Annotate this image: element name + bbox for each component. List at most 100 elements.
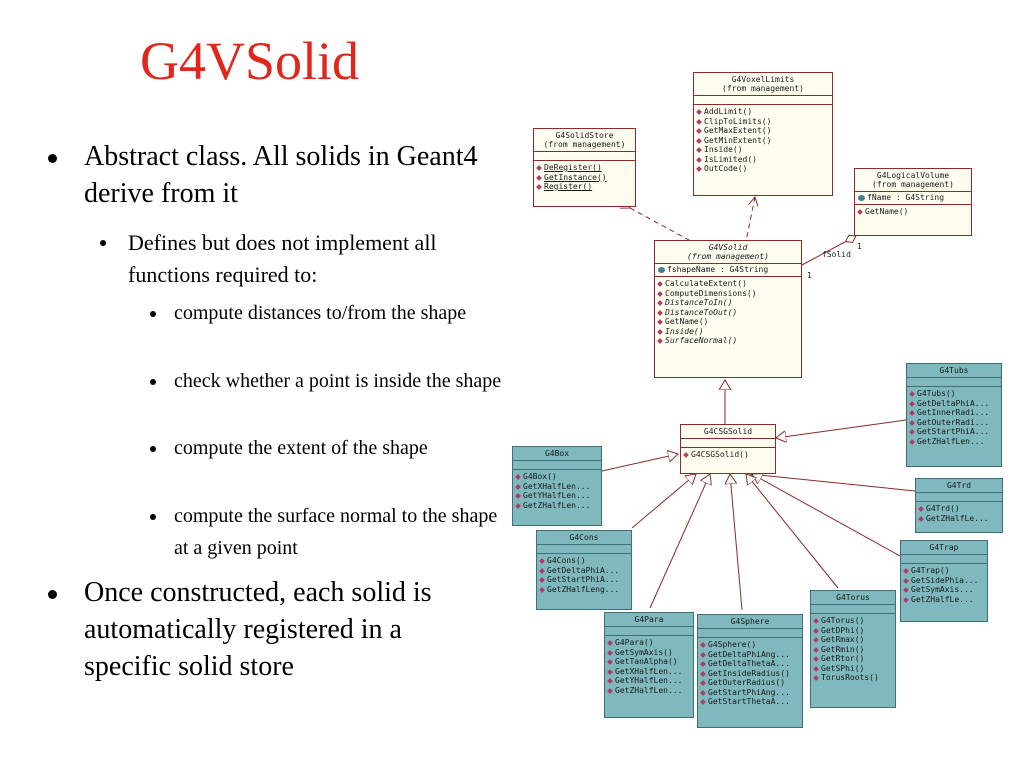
operation: Inside() xyxy=(658,327,798,337)
operation: GetZHalfLen... xyxy=(608,686,690,696)
operation: GetSidePhia... xyxy=(904,576,984,586)
class-name: G4Sphere xyxy=(730,617,770,626)
operation: GetZHalfLen... xyxy=(910,437,998,447)
operation: GetXHalfLen... xyxy=(608,667,690,677)
operation: G4Tubs() xyxy=(910,389,998,399)
class-tubs[interactable]: G4Tubs G4Tubs() GetDeltaPhiA... GetInner… xyxy=(906,363,1002,467)
bullet-abstract-class: Abstract class. All solids in Geant4 der… xyxy=(84,141,478,209)
attribute-icon xyxy=(858,195,865,201)
operation: GetYHalfLen... xyxy=(608,676,690,686)
operation: GetOuterRadius() xyxy=(701,678,799,688)
bullet-dot xyxy=(100,240,106,246)
operation: GetTanAlpha() xyxy=(608,657,690,667)
class-vsolid[interactable]: G4VSolid(from management) fshapeName : G… xyxy=(654,240,802,378)
operation: OutCode() xyxy=(697,164,829,174)
operation: Register() xyxy=(537,182,632,192)
bullet-dot xyxy=(150,446,156,452)
operation: GetZHalfLe... xyxy=(919,514,999,524)
bullet-dot xyxy=(150,311,156,317)
operation: GetZHalfLen... xyxy=(516,501,598,511)
class-stereotype: (from management) xyxy=(872,180,954,189)
class-sphere[interactable]: G4Sphere G4Sphere() GetDeltaPhiAng... Ge… xyxy=(697,614,803,728)
class-box[interactable]: G4Box G4Box() GetXHalfLen... GetYHalfLen… xyxy=(512,446,602,526)
class-csg-solid[interactable]: G4CSGSolid G4CSGSolid() xyxy=(680,424,776,474)
dependency-store-line xyxy=(630,208,701,247)
operation: GetRmax() xyxy=(814,635,892,645)
torus-to-csg-line xyxy=(746,474,839,589)
operation: G4Torus() xyxy=(814,616,892,626)
class-stereotype: (from management) xyxy=(687,252,769,261)
bullet-dot xyxy=(48,590,57,599)
operation: GetMaxExtent() xyxy=(697,126,829,136)
bullet-list: Abstract class. All solids in Geant4 der… xyxy=(0,0,501,768)
operation: GetStartPhiA... xyxy=(910,427,998,437)
operation: GetInstance() xyxy=(537,173,632,183)
class-name: G4VSolid xyxy=(708,243,748,252)
operation: DistanceToIn() xyxy=(658,298,798,308)
bullet-point-inside: check whether a point is inside the shap… xyxy=(174,370,502,392)
bullet-surface-normal: compute the surface normal to the shape … xyxy=(174,505,498,559)
association-multiplicity-a: 1 xyxy=(857,242,862,251)
operation: IsLimited() xyxy=(697,155,829,165)
operation: GetDeltaPhiA... xyxy=(540,566,628,576)
class-torus[interactable]: G4Torus G4Torus() GetDPhi() GetRmax() Ge… xyxy=(810,590,896,708)
dependency-voxel-line xyxy=(744,197,755,247)
class-name: G4Tubs xyxy=(939,366,969,375)
operation: GetRtor() xyxy=(814,654,892,664)
slide-title: G4VSolid xyxy=(140,31,360,91)
association-logical-line xyxy=(801,234,857,266)
class-name: G4SolidStore xyxy=(555,131,614,140)
operation: GetZHalfLe... xyxy=(904,595,984,605)
operation: GetSPhi() xyxy=(814,664,892,674)
class-trap[interactable]: G4Trap G4Trap() GetSidePhia... GetSymAxi… xyxy=(900,540,988,622)
operation: GetZHalfLeng... xyxy=(540,585,628,595)
operation: G4Box() xyxy=(516,472,598,482)
class-trd[interactable]: G4Trd G4Trd() GetZHalfLe... xyxy=(915,478,1003,533)
operation: GetInnerRadi... xyxy=(910,408,998,418)
operation: GetName() xyxy=(658,317,798,327)
operation: GetInsideRadius() xyxy=(701,669,799,679)
class-name: G4Trap xyxy=(929,543,959,552)
operation: GetMinExtent() xyxy=(697,136,829,146)
operation: GetOuterRadi... xyxy=(910,418,998,428)
class-stereotype: (from management) xyxy=(722,84,804,93)
operation: Inside() xyxy=(697,145,829,155)
class-para[interactable]: G4Para G4Para() GetSymAxis() GetTanAlpha… xyxy=(604,612,694,718)
association-multiplicity-b: 1 xyxy=(807,271,812,280)
bullet-dot xyxy=(48,154,57,163)
class-voxel-limits[interactable]: G4VoxelLimits(from management) AddLimit(… xyxy=(693,72,833,196)
operation: G4Para() xyxy=(608,638,690,648)
para-to-csg-line xyxy=(649,474,710,609)
operation: SurfaceNormal() xyxy=(658,336,798,346)
bullet-compute-extent: compute the extent of the shape xyxy=(174,437,428,459)
class-name: G4Torus xyxy=(836,593,870,602)
operation: GetDeltaThetaA... xyxy=(701,659,799,669)
operation: G4Trap() xyxy=(904,566,984,576)
operation: DistanceToOut() xyxy=(658,308,798,318)
attribute-icon xyxy=(658,267,665,273)
class-cons[interactable]: G4Cons G4Cons() GetDeltaPhiA... GetStart… xyxy=(536,530,632,610)
trap-to-csg-line xyxy=(752,474,901,557)
class-stereotype: (from management) xyxy=(543,140,626,149)
class-name: G4VoxelLimits xyxy=(731,75,795,84)
operation: TorusRoots() xyxy=(814,673,892,683)
operation: GetYHalfLen... xyxy=(516,491,598,501)
operation: GetSymAxis... xyxy=(904,585,984,595)
operation: G4Sphere() xyxy=(701,640,799,650)
operation: GetDPhi() xyxy=(814,626,892,636)
operation: GetName() xyxy=(858,207,968,217)
operation: GetXHalfLen... xyxy=(516,482,598,492)
class-name: G4CSGSolid xyxy=(703,427,753,436)
class-name: G4LogicalVolume xyxy=(876,171,950,180)
attribute: fName : G4String xyxy=(867,193,945,202)
class-solid-store[interactable]: G4SolidStore(from management) DeRegister… xyxy=(533,128,636,207)
trd-to-csg-line xyxy=(750,474,916,492)
sphere-to-csg-line xyxy=(730,474,743,611)
uml-class-diagram: fSolid 1 1 G4VoxelLimits(from management… xyxy=(500,60,1024,768)
class-logical-volume[interactable]: G4LogicalVolume(from management) fName :… xyxy=(854,168,972,236)
operation: G4Cons() xyxy=(540,556,628,566)
relationship-lines xyxy=(601,60,916,611)
operation: ComputeDimensions() xyxy=(658,289,798,299)
operation: G4Trd() xyxy=(919,504,999,514)
operation: CalculateExtent() xyxy=(658,279,798,289)
